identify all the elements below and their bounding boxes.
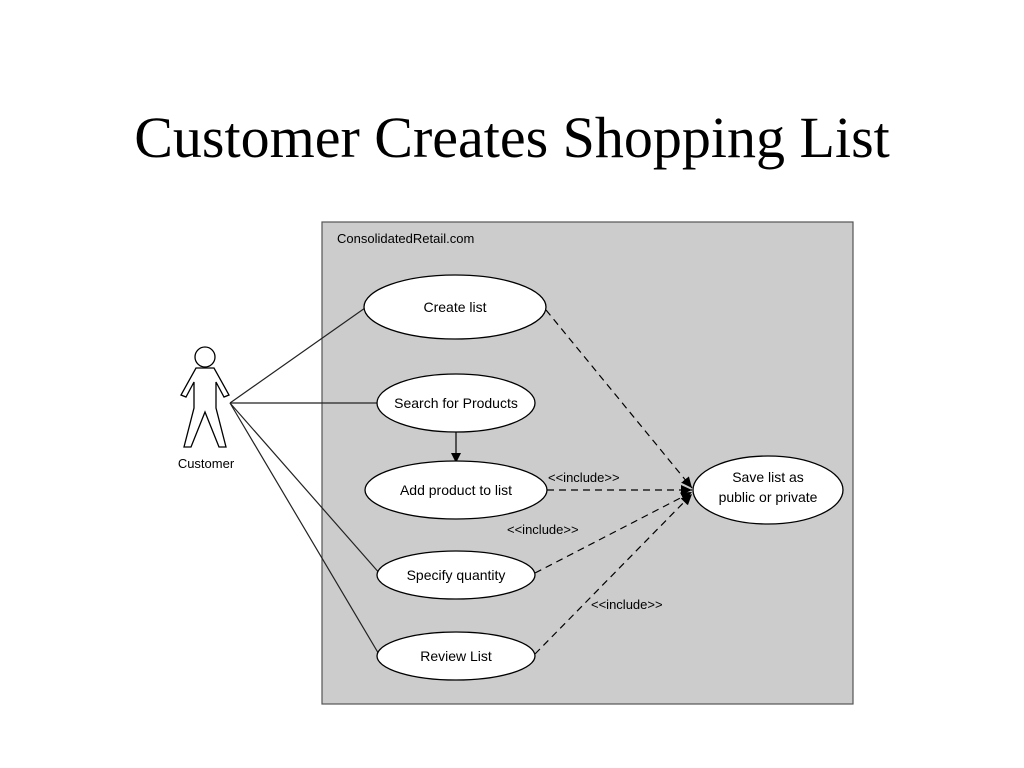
- association-specify-quantity: [229, 402, 382, 576]
- use-case-search-products-label: Search for Products: [394, 395, 518, 411]
- actor-label: Customer: [178, 456, 235, 471]
- use-case-add-product-label: Add product to list: [400, 482, 512, 498]
- actor-associations: [229, 307, 382, 657]
- use-case-specify-quantity[interactable]: Specify quantity: [376, 550, 536, 600]
- include-line-specify-quantity: [534, 491, 693, 574]
- use-case-create-list[interactable]: Create list: [363, 274, 547, 340]
- use-case-save-list-label-line2: public or private: [719, 489, 818, 505]
- slide-title: Customer Creates Shopping List: [134, 105, 890, 170]
- use-case-save-list[interactable]: Save list as public or private: [692, 455, 844, 525]
- stick-figure-icon: [180, 346, 230, 448]
- system-name: ConsolidatedRetail.com: [337, 231, 474, 246]
- association-create-list: [229, 307, 366, 404]
- use-case-create-list-label: Create list: [423, 299, 486, 315]
- use-case-review-list-label: Review List: [420, 648, 492, 664]
- association-review-list: [229, 402, 381, 657]
- include-line-review-list: [534, 493, 693, 655]
- include-line-create-list: [545, 309, 693, 489]
- use-case-specify-quantity-label: Specify quantity: [407, 567, 506, 583]
- include-relations: [534, 309, 693, 655]
- use-case-search-products[interactable]: Search for Products: [376, 373, 536, 433]
- include-label-3: <<include>>: [591, 597, 663, 612]
- use-case-save-list-label-line1: Save list as: [732, 469, 804, 485]
- use-case-add-product[interactable]: Add product to list: [364, 460, 548, 520]
- include-label-2: <<include>>: [507, 522, 579, 537]
- use-case-review-list[interactable]: Review List: [376, 631, 536, 681]
- include-label-1: <<include>>: [548, 470, 620, 485]
